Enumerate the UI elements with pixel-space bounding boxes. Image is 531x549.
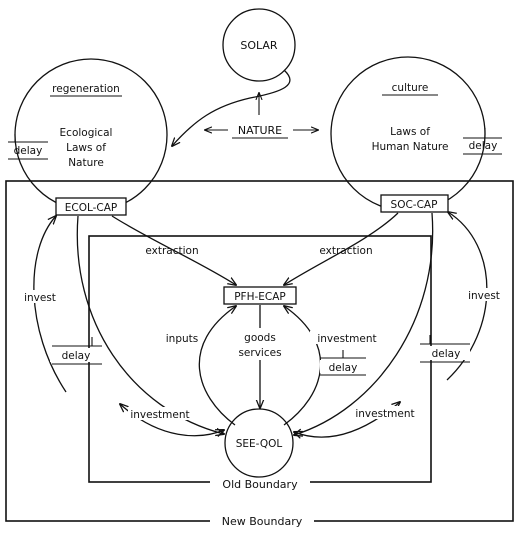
- ecol-cap-label: ECOL-CAP: [65, 202, 118, 214]
- goods-label: goods: [244, 332, 276, 344]
- invest-left-arrow: [33, 216, 67, 393]
- invest-left-label: invest: [24, 292, 56, 304]
- culture-label: culture: [392, 82, 429, 94]
- soc-cap-box: [380, 194, 449, 213]
- soc-cap-label: SOC-CAP: [391, 199, 438, 211]
- extraction-right-arrow: [284, 212, 399, 285]
- investment-left-label-bg: [128, 407, 192, 420]
- investment-center-label-bg: [310, 331, 382, 344]
- old-boundary-label: Old Boundary: [222, 478, 298, 491]
- investment-center-label: investment: [317, 333, 376, 345]
- inputs-label-bg: [162, 331, 202, 344]
- new-boundary-label: New Boundary: [222, 515, 303, 528]
- inputs-arrow: [198, 306, 236, 426]
- delay-right-upper: delay: [469, 140, 498, 152]
- goods-label-bg: [232, 328, 288, 360]
- extraction-left-label: extraction: [145, 245, 198, 257]
- see-qol-label: SEE-QOL: [236, 438, 283, 450]
- solar-label: SOLAR: [240, 39, 278, 52]
- new-boundary-label-bg: [210, 514, 314, 528]
- invest-right-label: invest: [468, 290, 500, 302]
- services-label: services: [238, 347, 281, 359]
- eco-laws-line-1: Ecological: [60, 127, 113, 139]
- see-qol-circle: [224, 408, 294, 478]
- investment-right-label-bg: [352, 406, 418, 419]
- delay-left-lower-bg: [50, 348, 100, 362]
- delay-center: delay: [329, 362, 358, 374]
- pfh-ecap-box: [223, 286, 297, 305]
- pfh-ecap-label: PFH-ECAP: [234, 291, 286, 303]
- investment-right-label: investment: [355, 408, 414, 420]
- investment-center-arrow: [284, 306, 322, 426]
- delay-left-upper: delay: [14, 145, 43, 157]
- delay-right-lower: delay: [432, 348, 461, 360]
- eco-laws-line-3: Nature: [68, 157, 104, 169]
- human-laws-line-1: Laws of: [390, 126, 430, 138]
- extraction-right-label: extraction: [319, 245, 372, 257]
- delay-right-lower-bg: [422, 346, 470, 360]
- delay-center-bg: [320, 360, 366, 373]
- human-laws-line-2: Human Nature: [372, 141, 449, 153]
- eco-laws-line-2: Laws of: [66, 142, 106, 154]
- delay-left-lower: delay: [62, 350, 91, 362]
- nature-label: NATURE: [238, 124, 282, 137]
- solar-to-ecology-arrow: [172, 69, 291, 146]
- ecol-cap-box: [55, 197, 127, 216]
- old-boundary-label-bg: [210, 476, 310, 490]
- invest-right-label-bg: [464, 288, 504, 301]
- extraction-left-arrow: [111, 215, 236, 285]
- inputs-label: inputs: [166, 333, 198, 345]
- invest-left-label-bg: [20, 290, 58, 303]
- regeneration-label: regeneration: [52, 83, 120, 95]
- investment-left-label: investment: [130, 409, 189, 421]
- solar-circle: [222, 8, 296, 82]
